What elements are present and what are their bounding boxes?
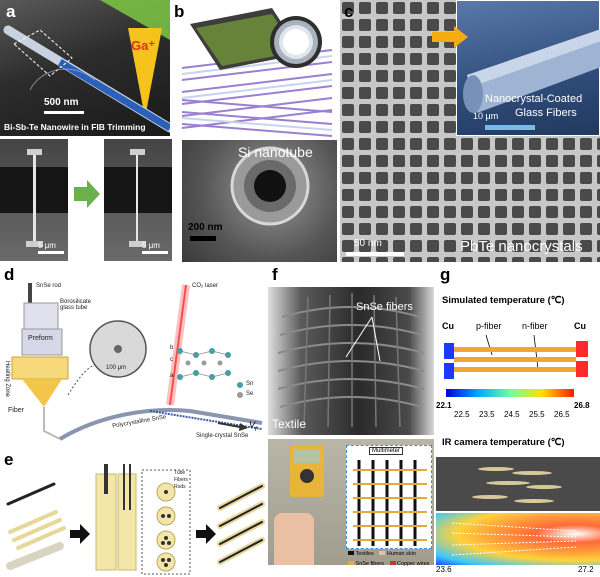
fiber-label: Fiber xyxy=(8,407,24,414)
fiber-bundle-schematic xyxy=(6,464,265,575)
scale-bar xyxy=(485,125,535,130)
panel-d: d SnSe rod Borosilicate glass tube Prefo… xyxy=(0,265,265,447)
arrow-icon xyxy=(74,180,100,208)
pbte-caption: PbTe nanocrystals xyxy=(460,238,583,255)
panel-a-fib-image: Ga⁺ 500 nm Bi-Sb-Te Nanowire in FIB Trim… xyxy=(0,0,172,136)
panel-c: c Nanocrystal-Coated Glass Fibers 10 μm … xyxy=(340,0,600,262)
legend-swatch xyxy=(348,561,354,565)
colorbar-tick-3: 24.5 xyxy=(504,410,520,419)
si-nanotube-image: Si nanotube 200 nm xyxy=(182,140,337,262)
colorbar-tick-2: 23.5 xyxy=(479,410,495,419)
ir-photo xyxy=(436,457,600,511)
glass-tube-label: Borosilicate glass tube xyxy=(60,299,92,311)
textile-inset: Multimeter xyxy=(346,445,432,549)
colorbar-tick-5: 26.5 xyxy=(554,410,570,419)
scale-label: 10 μm xyxy=(473,111,499,121)
cu-right-label: Cu xyxy=(574,321,586,331)
panel-g: g Simulated temperature (℃) Cu Cu p-fibe… xyxy=(436,265,600,577)
ir-title: IR camera temperature (℃) xyxy=(442,437,565,448)
legend-swatch xyxy=(348,551,354,555)
ga-ion-label: Ga⁺ xyxy=(131,38,156,53)
panel-f: f SnSe fibers Textile Multimeter Text xyxy=(268,265,434,577)
legend-swatch xyxy=(379,551,386,555)
scale-label: 5 μm xyxy=(38,241,56,250)
p-fiber-label: p-fiber xyxy=(476,321,502,331)
colorbar-tick-4: 25.5 xyxy=(529,410,545,419)
arm xyxy=(274,513,314,565)
sim-title: Simulated temperature (℃) xyxy=(442,295,565,306)
panel-c-label: c xyxy=(344,2,354,21)
ga-ion-beam xyxy=(128,28,162,118)
panel-d-label: d xyxy=(4,265,15,284)
panel-g-label: g xyxy=(440,265,451,284)
fib-caption: Bi-Sb-Te Nanowire in FIB Trimming xyxy=(4,122,146,132)
laser-label: CO₂ laser xyxy=(192,283,219,289)
scale-bar xyxy=(44,111,84,114)
nanowire-before-image: 5 μm xyxy=(0,139,68,261)
single-snse-label: Single-crystal SnSe xyxy=(196,433,249,439)
ir-min-label: 23.6 xyxy=(436,565,452,574)
legend-tube: Tube xyxy=(174,470,186,476)
fiber-drawing-schematic xyxy=(11,283,263,441)
cross-section-scale: 100 μm xyxy=(106,365,127,371)
preform-label: Preform xyxy=(28,335,53,342)
atom-se-label: Se xyxy=(246,391,254,397)
snse-fibers-label: SnSe fibers xyxy=(356,301,413,313)
axis-c-label: c xyxy=(170,357,173,363)
si-nanotube-title: Si nanotube xyxy=(238,144,313,160)
legend-row-2: SnSe fibers Copper wires xyxy=(348,561,429,567)
multimeter-device xyxy=(290,445,324,497)
n-fiber-label: n-fiber xyxy=(522,321,548,331)
inset-title-line2: Glass Fibers xyxy=(515,107,577,119)
panel-a-label: a xyxy=(6,2,16,21)
panel-f-label: f xyxy=(272,265,278,284)
arrow-icon xyxy=(432,26,468,48)
heating-zone-label: Heating Zone xyxy=(4,361,10,398)
panel-b-label: b xyxy=(174,2,185,21)
simulated-device xyxy=(444,334,588,379)
fib-nanowire-drawing xyxy=(3,0,172,133)
scale-label: 200 nm xyxy=(188,222,223,233)
legend-rods: Rods xyxy=(174,484,186,490)
glass-fiber-inset: Nanocrystal-Coated Glass Fibers 10 μm xyxy=(456,0,600,136)
scale-label: 50 nm xyxy=(354,238,382,249)
textile-photo: SnSe fibers Textile xyxy=(268,287,434,435)
colorbar-min: 22.1 xyxy=(436,401,452,410)
snse-rod-label: SnSe rod xyxy=(36,283,62,289)
cu-left-label: Cu xyxy=(442,321,454,331)
ir-thermal-image xyxy=(436,513,600,565)
scale-label: 500 nm xyxy=(44,97,79,108)
scale-bar xyxy=(190,236,216,241)
ir-max-label: 27.2 xyxy=(578,565,594,574)
axis-b-label: b xyxy=(170,345,174,351)
nanowire-after-image: 5 μm xyxy=(104,139,172,261)
legend-fibers: Fibers xyxy=(174,477,188,483)
draw-speed-label: Vf xyxy=(249,420,257,433)
multimeter-label: Multimeter xyxy=(369,447,404,455)
legend-swatch xyxy=(389,561,396,565)
panel-e-label: e xyxy=(4,450,14,469)
nanotube-schematic xyxy=(181,8,333,137)
colorbar-tick-1: 22.5 xyxy=(454,410,470,419)
inset-title-line1: Nanocrystal-Coated xyxy=(485,93,583,105)
scale-bar xyxy=(346,252,404,256)
colorbar xyxy=(446,389,574,397)
multimeter-photo: Multimeter xyxy=(268,439,434,565)
legend-row-1: Textiles Human skin xyxy=(348,551,416,557)
colorbar-max: 26.8 xyxy=(574,401,590,410)
panel-b: b Si nanotube xyxy=(172,0,337,262)
textile-label: Textile xyxy=(272,417,307,431)
atom-sn-label: Sn xyxy=(246,381,254,387)
scale-label: 5 μm xyxy=(142,241,160,250)
panel-a: a Ga⁺ 500 nm Bi-Sb-Te Nanowire in FIB Tr… xyxy=(0,0,172,262)
panel-e: e Tube Fibers Rods xyxy=(0,450,265,577)
axis-a-label: a xyxy=(170,373,174,379)
